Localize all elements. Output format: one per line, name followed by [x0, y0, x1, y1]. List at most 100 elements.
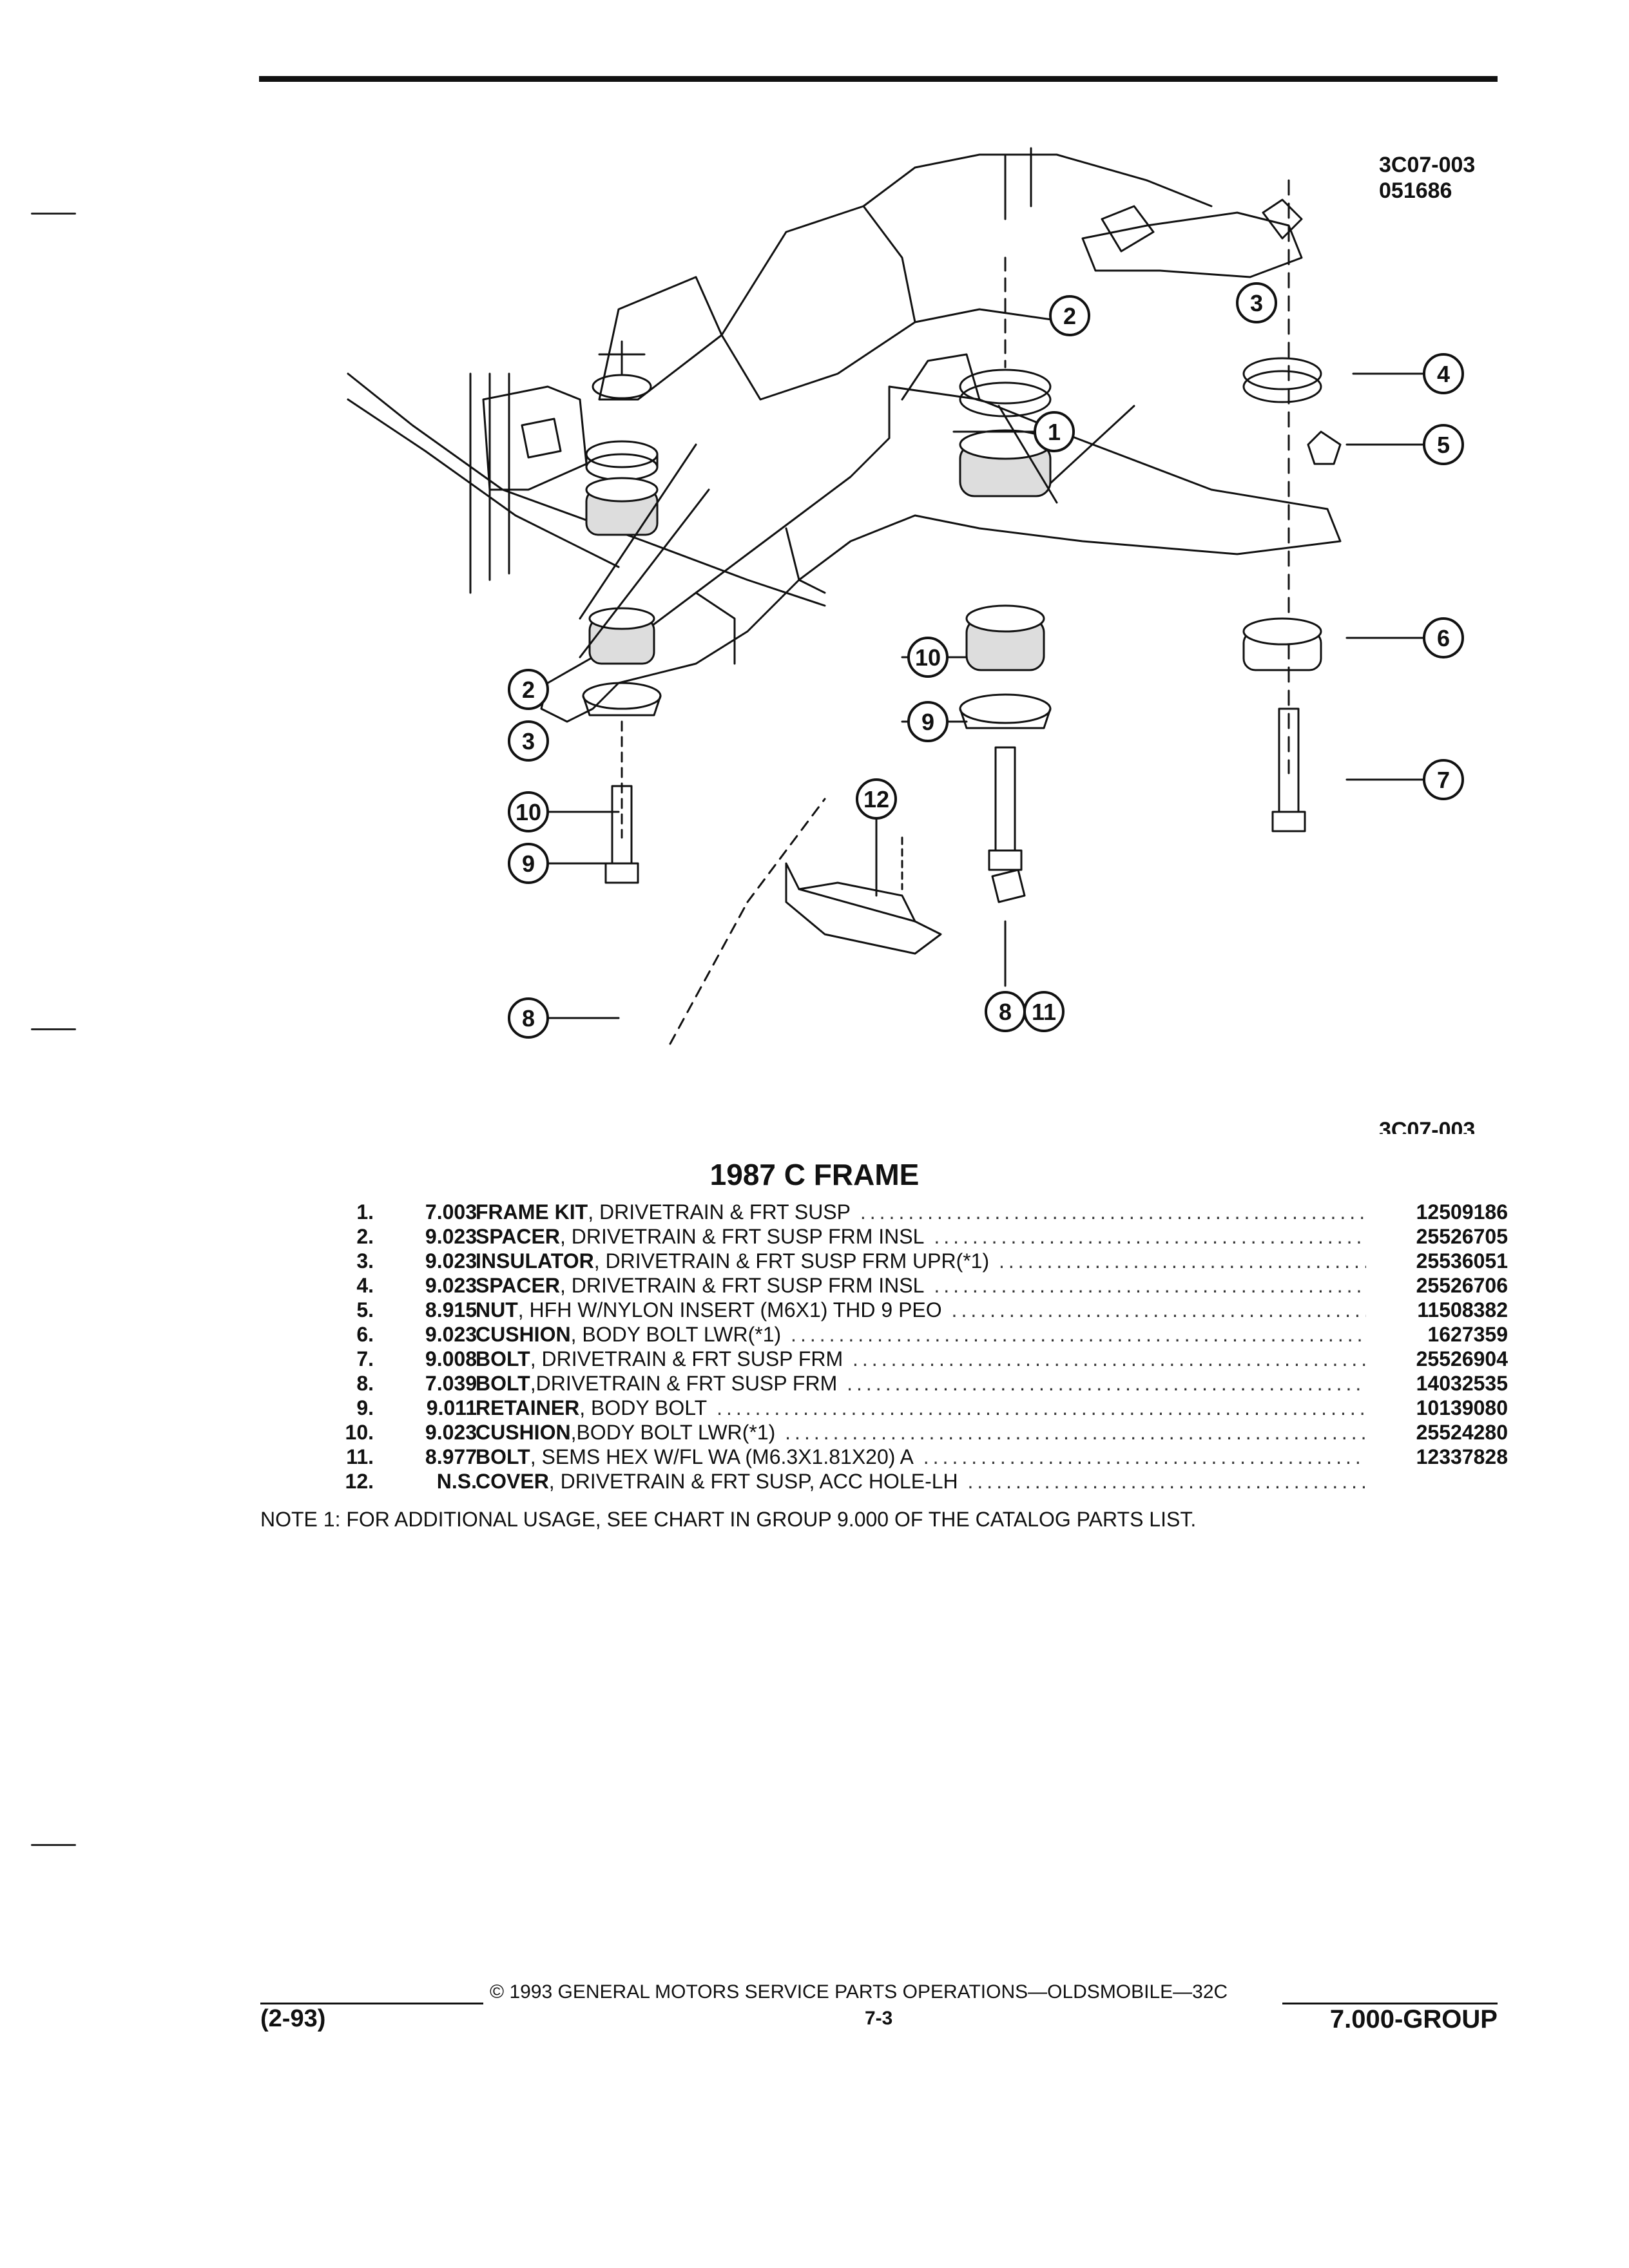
group-label: 7.000-GROUP: [1329, 2005, 1498, 2033]
callout-9-lower: 9: [508, 843, 549, 884]
group-number: 9.023: [425, 1249, 477, 1273]
part-name: FRAME KIT: [476, 1200, 588, 1224]
part-number: 25536051: [1366, 1249, 1508, 1273]
part-name: NUT: [476, 1298, 518, 1321]
part-description: SPACER, DRIVETRAIN & FRT SUSP FRM INSL .…: [476, 1273, 1366, 1298]
part-name: RETAINER: [476, 1396, 580, 1419]
item-number: 8.: [356, 1372, 374, 1395]
part-description: CUSHION, BODY BOLT LWR(*1) .............…: [476, 1322, 1366, 1347]
part-name: INSULATOR: [476, 1249, 594, 1273]
callout-7: 7: [1423, 759, 1464, 800]
part-desc-detail: , SEMS HEX W/FL WA (M6.3X1.81X20) A: [530, 1445, 914, 1468]
part-desc-detail: , BODY BOLT LWR(*1): [570, 1323, 782, 1346]
group-number: 9.023: [425, 1225, 477, 1248]
group-number: 9.011: [426, 1396, 477, 1419]
part-description: BOLT,DRIVETRAIN & FRT SUSP FRM .........…: [476, 1371, 1366, 1396]
part-name: SPACER: [476, 1274, 560, 1297]
item-number: 2.: [356, 1225, 374, 1248]
parts-list-row: 12.N.S.COVER, DRIVETRAIN & FRT SUSP, ACC…: [277, 1469, 1508, 1494]
group-number: 7.003: [425, 1200, 477, 1224]
part-desc-detail: ,BODY BOLT LWR(*1): [570, 1421, 776, 1444]
frame-rail: [540, 385, 1342, 723]
leader-dots: ........................................…: [860, 1200, 1366, 1224]
group-number: 9.023: [425, 1323, 477, 1346]
item-number: 4.: [356, 1274, 374, 1297]
leader-dots: ........................................…: [717, 1396, 1366, 1419]
item-number: 11.: [346, 1445, 374, 1468]
group-number: N.S.: [436, 1470, 477, 1493]
margin-mark: [31, 1844, 76, 1846]
part-desc-detail: ,DRIVETRAIN & FRT SUSP FRM: [530, 1372, 838, 1395]
part-description: RETAINER, BODY BOLT ....................…: [476, 1396, 1366, 1420]
svg-text:5: 5: [1437, 432, 1450, 458]
callout-2-lower: 2: [508, 669, 549, 710]
leader-dots: ........................................…: [934, 1274, 1366, 1297]
part-number: 12509186: [1366, 1200, 1508, 1224]
leader-dots: ........................................…: [999, 1249, 1366, 1273]
callout-10-right: 10: [907, 637, 949, 678]
part-number: 11508382: [1366, 1298, 1508, 1322]
section-title: 1987 C FRAME: [709, 1158, 920, 1191]
svg-text:1: 1: [1048, 419, 1061, 445]
part-number: 14032535: [1366, 1371, 1508, 1396]
revision-date: (2-93): [260, 2005, 326, 2032]
svg-text:2: 2: [1063, 303, 1076, 329]
svg-text:3: 3: [522, 728, 535, 754]
page-number: 7-3: [865, 2008, 893, 2029]
callout-1: 1: [1034, 411, 1075, 452]
callout-4: 4: [1423, 353, 1464, 394]
part-desc-detail: , BODY BOLT: [579, 1396, 708, 1419]
callout-8-lower: 8: [508, 997, 549, 1039]
callout-2-upper: 2: [1049, 295, 1090, 336]
part-description: NUT, HFH W/NYLON INSERT (M6X1) THD 9 PEO…: [476, 1298, 1366, 1322]
leader-dots: ........................................…: [934, 1225, 1366, 1248]
part-description: BOLT, SEMS HEX W/FL WA (M6.3X1.81X20) A …: [476, 1445, 1366, 1469]
svg-text:2: 2: [522, 677, 535, 703]
copyright-notice: © 1993 GENERAL MOTORS SERVICE PARTS OPER…: [490, 1981, 1228, 2003]
callout-6: 6: [1423, 617, 1464, 658]
part-desc-detail: , DRIVETRAIN & FRT SUSP FRM INSL: [559, 1274, 925, 1297]
group-number: 8.915: [425, 1298, 477, 1321]
svg-text:9: 9: [921, 709, 934, 735]
part-number: 12337828: [1366, 1445, 1508, 1469]
callout-9-right: 9: [907, 701, 949, 742]
leader-dots: ........................................…: [785, 1421, 1366, 1444]
part-number: 25526706: [1366, 1273, 1508, 1298]
item-number: 1.: [356, 1200, 374, 1224]
svg-text:3: 3: [1250, 290, 1263, 316]
svg-text:8: 8: [999, 999, 1012, 1025]
item-number: 7.: [356, 1347, 374, 1370]
top-rule: [259, 76, 1498, 82]
frame-exploded-diagram: 1 2 3 4 5 6 7 8 9 10 11 12 2 3 10 9 8 3C…: [347, 147, 1475, 1134]
body-sheetmetal: [347, 372, 826, 607]
part-name: COVER: [476, 1470, 549, 1493]
part-description: CUSHION,BODY BOLT LWR(*1) ..............…: [476, 1420, 1366, 1445]
part-desc-detail: , DRIVETRAIN & FRT SUSP FRM INSL: [559, 1225, 925, 1248]
group-number: 9.008: [425, 1347, 477, 1370]
callout-8-right: 8: [985, 991, 1026, 1032]
part-desc-detail: , DRIVETRAIN & FRT SUSP, ACC HOLE-LH: [548, 1470, 958, 1493]
part-number: 25526705: [1366, 1224, 1508, 1249]
svg-text:11: 11: [1032, 999, 1056, 1025]
svg-text:9: 9: [522, 850, 535, 877]
item-number: 5.: [356, 1298, 374, 1321]
svg-text:6: 6: [1437, 625, 1450, 651]
leader-dots: ........................................…: [791, 1323, 1366, 1346]
item-number: 10.: [345, 1421, 374, 1444]
item-number: 6.: [356, 1323, 374, 1346]
diagram-caption: 3C07-003: [1379, 1118, 1475, 1134]
footer-rule-right: [1282, 2003, 1498, 2004]
part-description: FRAME KIT, DRIVETRAIN & FRT SUSP .......…: [476, 1200, 1366, 1224]
part-description: COVER, DRIVETRAIN & FRT SUSP, ACC HOLE-L…: [476, 1469, 1366, 1494]
part-name: CUSHION: [476, 1421, 571, 1444]
part-description: SPACER, DRIVETRAIN & FRT SUSP FRM INSL .…: [476, 1224, 1366, 1249]
